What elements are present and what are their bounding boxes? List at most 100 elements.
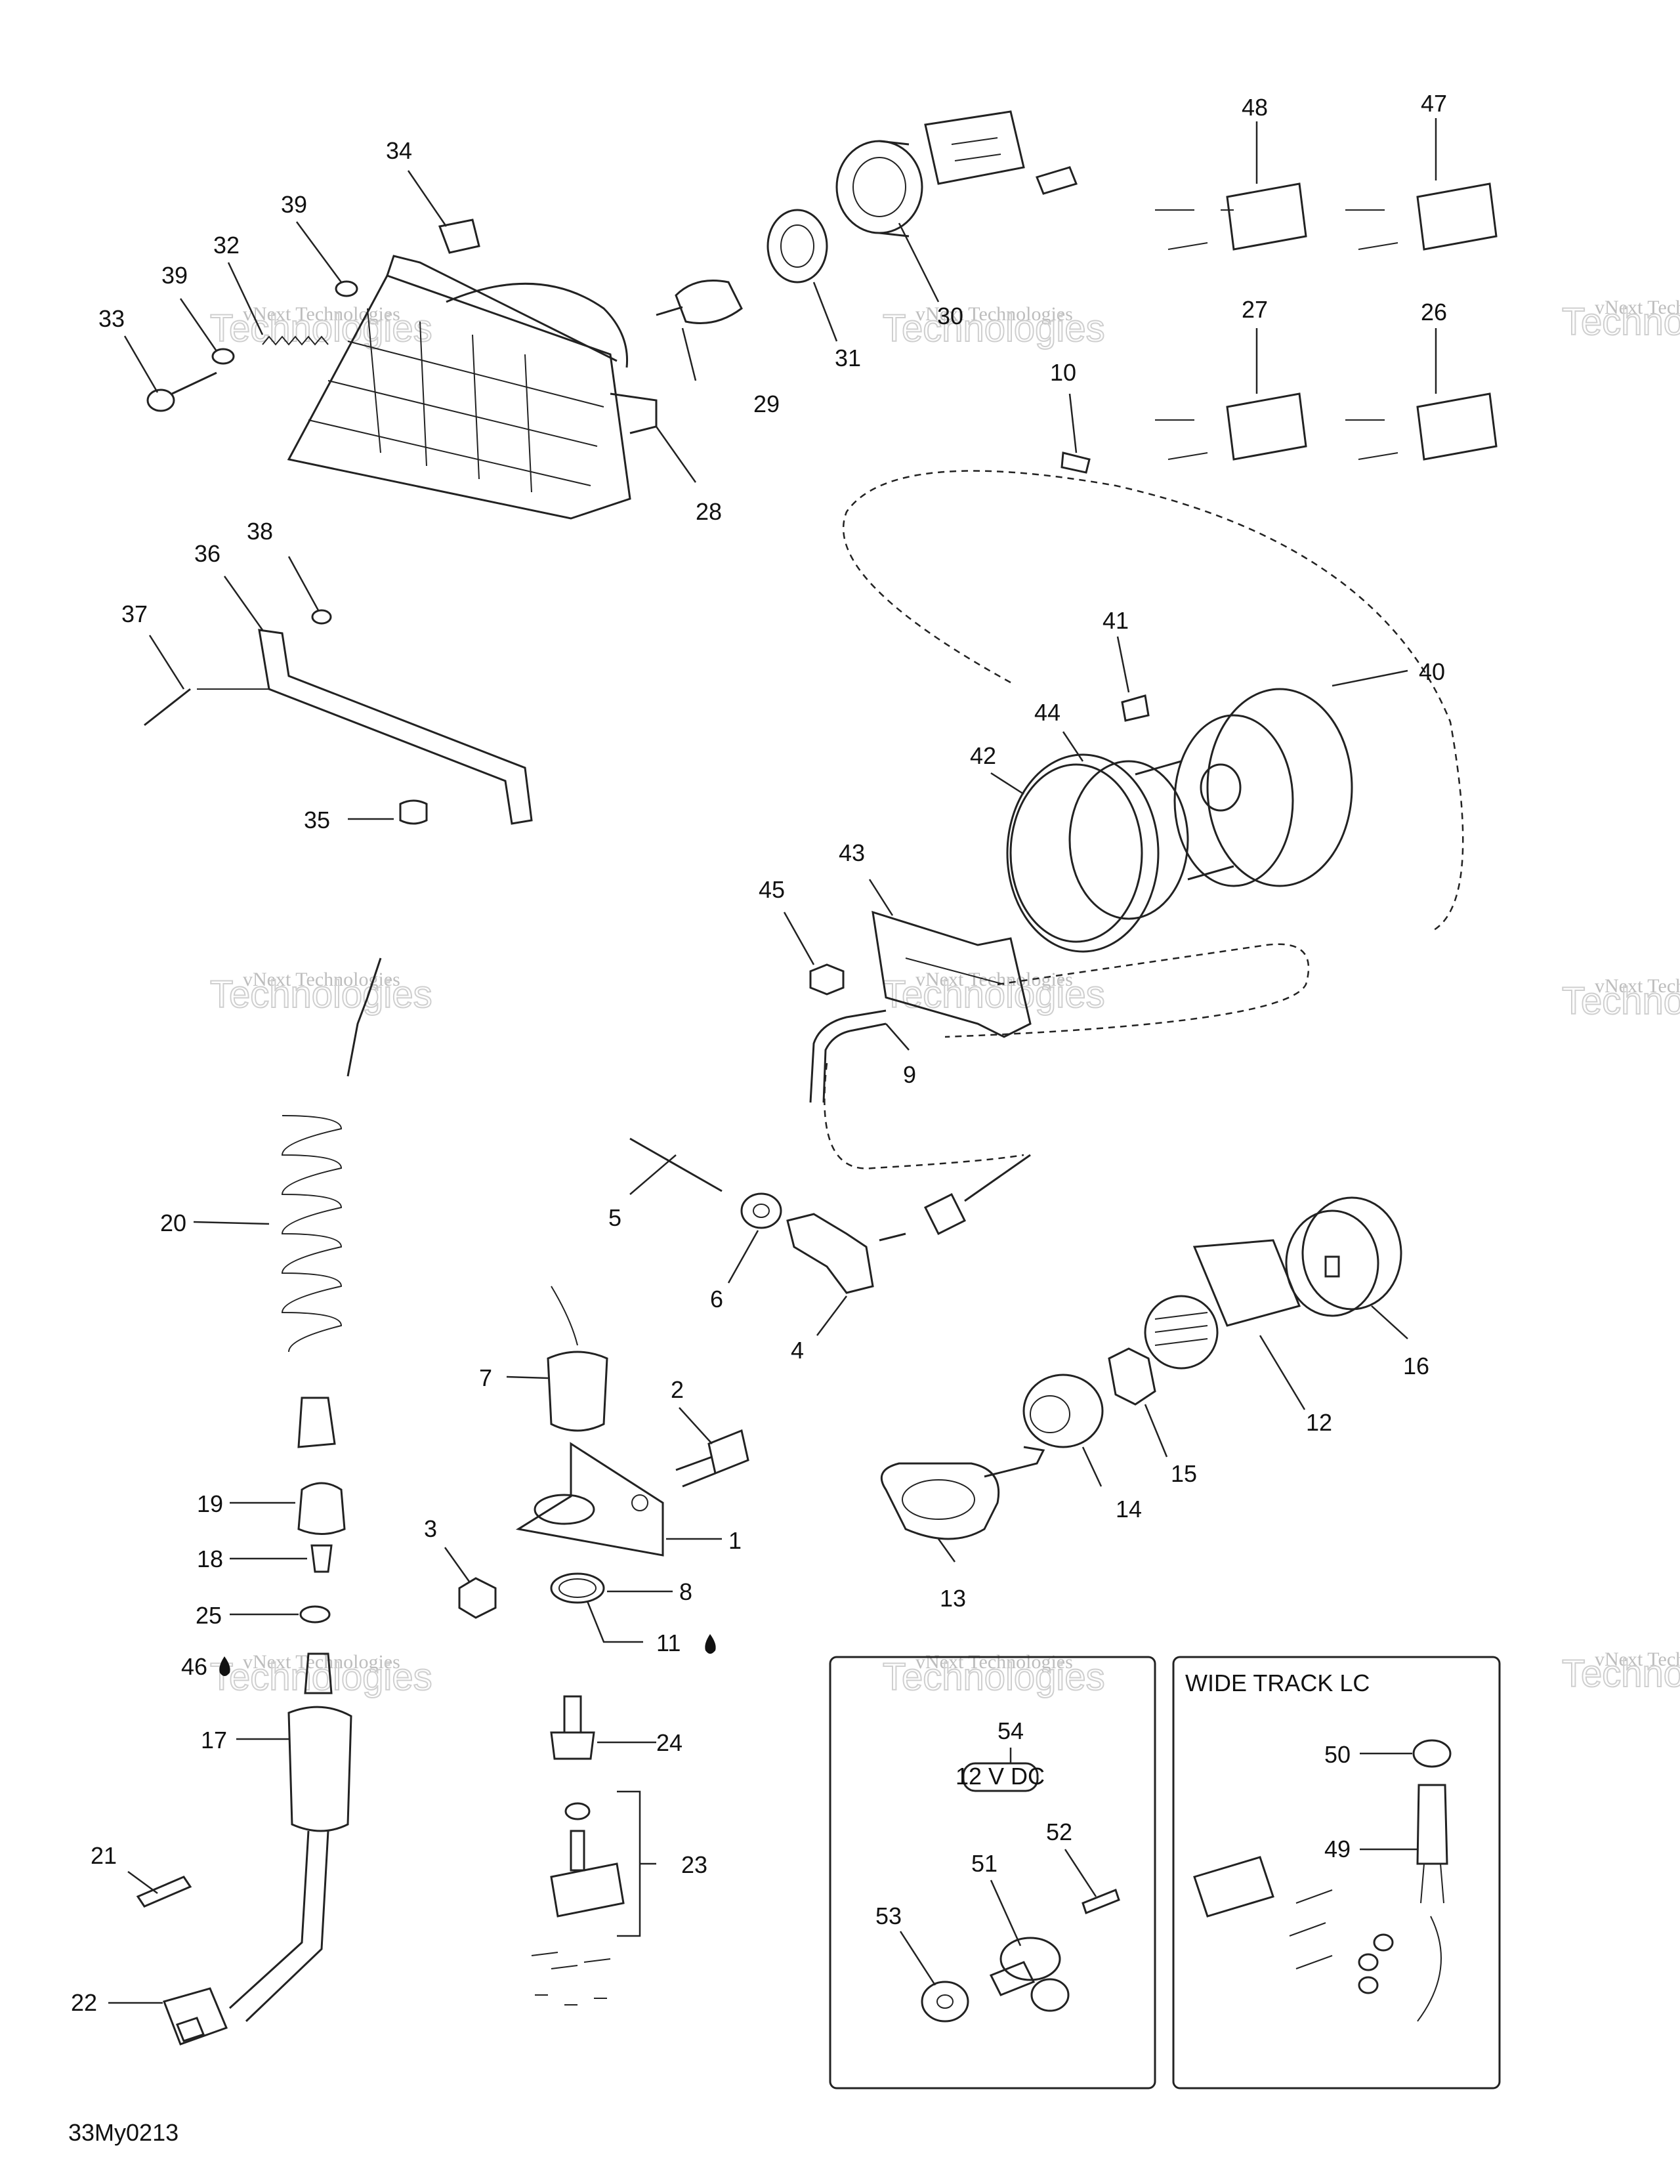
- headlamp-drawing: [287, 255, 658, 520]
- callout-4: 4: [791, 1337, 804, 1364]
- watermark-text: vNext Technologies: [1595, 297, 1680, 318]
- terminal-21-drawing: [136, 1876, 192, 1908]
- socket-31-drawing: [766, 209, 828, 284]
- voltage-label: 12 V DC: [956, 1763, 1045, 1790]
- callout-39: 39: [161, 262, 188, 289]
- callout-17: 17: [201, 1727, 227, 1754]
- callout-9: 9: [903, 1061, 916, 1088]
- bulb-29-drawing: [656, 280, 743, 324]
- callout-10: 10: [1050, 359, 1076, 386]
- sensor-49-drawing: [1416, 1784, 1448, 2022]
- callout-15: 15: [1171, 1460, 1197, 1487]
- nut-45-drawing: [809, 963, 845, 996]
- callout-7: 7: [479, 1364, 492, 1391]
- callout-34: 34: [386, 137, 412, 164]
- callout-29: 29: [753, 390, 780, 417]
- callout-46: 46: [181, 1653, 207, 1680]
- callout-41: 41: [1102, 607, 1129, 634]
- watermark-text: vNext Technologies: [915, 969, 1073, 990]
- watermark-text: vNext Technologies: [1595, 975, 1680, 997]
- callout-31: 31: [835, 345, 861, 371]
- callout-38: 38: [247, 518, 273, 545]
- dashed-cable-route: [824, 943, 1310, 1169]
- watermark-text: vNext Technologies: [915, 303, 1073, 325]
- callout-43: 43: [839, 839, 865, 866]
- switch-27-drawing: [1155, 392, 1307, 461]
- callout-49: 49: [1324, 1836, 1351, 1862]
- boot-30-drawing: [835, 140, 923, 238]
- watermark-text-large: Technologies: [883, 973, 1105, 1016]
- bezel-14-drawing: [1022, 1374, 1104, 1448]
- callout-28: 28: [696, 498, 722, 525]
- grommet-50-drawing: [1412, 1739, 1452, 1768]
- callout-25: 25: [196, 1602, 222, 1629]
- watermark-text-large: Technologies: [210, 307, 432, 350]
- switch-47-drawing: [1345, 182, 1498, 251]
- fitting-4-drawing: [786, 1213, 906, 1294]
- droplet-icon: [219, 1656, 230, 1676]
- watermark-text-large: Technologies: [1562, 980, 1680, 1022]
- callout-16: 16: [1403, 1353, 1429, 1379]
- bolt-2-drawing: [675, 1429, 749, 1488]
- support-bracket-drawing: [144, 609, 533, 825]
- pin-5-drawing: [629, 1137, 723, 1192]
- watermark-text: vNext Technologies: [915, 1651, 1073, 1673]
- switch-26-drawing: [1345, 392, 1498, 461]
- washer-25-drawing: [299, 1605, 331, 1624]
- callout-39: 39: [281, 191, 307, 218]
- watermark-text-large: Technologies: [210, 973, 432, 1016]
- callout-51: 51: [971, 1850, 998, 1877]
- callout-24: 24: [656, 1729, 682, 1756]
- cap-16-drawing: [1285, 1196, 1402, 1317]
- callout-20: 20: [160, 1209, 186, 1236]
- watermark-text: vNext Technologies: [1595, 1648, 1680, 1670]
- watermark-9: vNext Technologies Technologies: [1561, 1648, 1680, 1696]
- callout-1: 1: [728, 1527, 742, 1554]
- watermark-text-large: Technologies: [883, 1656, 1105, 1698]
- callout-labels: 34 39 32 39 33 29 28 31 30 10 48 47 27 2…: [71, 90, 1447, 2016]
- callout-54: 54: [998, 1717, 1024, 1744]
- watermark-text-large: Technologies: [883, 307, 1105, 350]
- callout-44: 44: [1034, 699, 1060, 726]
- key-13-drawing: [880, 1446, 1045, 1540]
- callout-18: 18: [197, 1545, 223, 1572]
- callout-21: 21: [91, 1842, 117, 1869]
- callout-14: 14: [1116, 1496, 1142, 1522]
- wide-track-title: WIDE TRACK LC: [1185, 1670, 1370, 1696]
- watermark-5: vNext Technologies Technologies: [882, 969, 1106, 1017]
- callout-11: 11: [656, 1629, 681, 1656]
- nut-15-drawing: [1108, 1347, 1156, 1406]
- callout-3: 3: [424, 1515, 437, 1542]
- callout-5: 5: [608, 1204, 621, 1231]
- valve-18-drawing: [310, 1544, 333, 1573]
- diagram-code: 33My0213: [68, 2119, 178, 2146]
- callout-42: 42: [970, 742, 996, 769]
- watermark-group: vNext Technologies Technologies vNext Te…: [209, 297, 1680, 1699]
- watermark-1: vNext Technologies Technologies: [209, 303, 433, 350]
- callout-22: 22: [71, 1989, 97, 2016]
- tether-cord-drawing: [281, 957, 382, 1448]
- ignition-switch-drawing: [1144, 1239, 1301, 1370]
- connector-housing-drawing: [924, 110, 1025, 185]
- screw-52-drawing: [1082, 1889, 1120, 1914]
- callout-8: 8: [679, 1578, 692, 1605]
- dashed-cable-loop: [843, 470, 1464, 933]
- watermark-7: vNext Technologies Technologies: [209, 1651, 433, 1699]
- voltage-badge: 12 V DC: [956, 1762, 1045, 1792]
- watermark-text-large: Technologies: [1562, 1652, 1680, 1695]
- callout-13: 13: [940, 1585, 966, 1612]
- callout-32: 32: [213, 232, 240, 259]
- callout-27: 27: [1242, 296, 1268, 323]
- callout-2: 2: [671, 1376, 684, 1403]
- leader-lines: [108, 118, 1437, 2004]
- watermark-2: vNext Technologies Technologies: [882, 303, 1106, 350]
- bracket-43-drawing: [872, 910, 1032, 1038]
- speedometer-drawing: [1006, 688, 1353, 953]
- bracket-34-drawing: [438, 219, 480, 254]
- washer-6-drawing: [740, 1192, 782, 1229]
- watermark-4: vNext Technologies Technologies: [209, 969, 433, 1017]
- toggle-23-drawing: [531, 1802, 625, 2006]
- watermark-text-large: Technologies: [1562, 301, 1680, 343]
- ring-8-drawing: [550, 1572, 605, 1604]
